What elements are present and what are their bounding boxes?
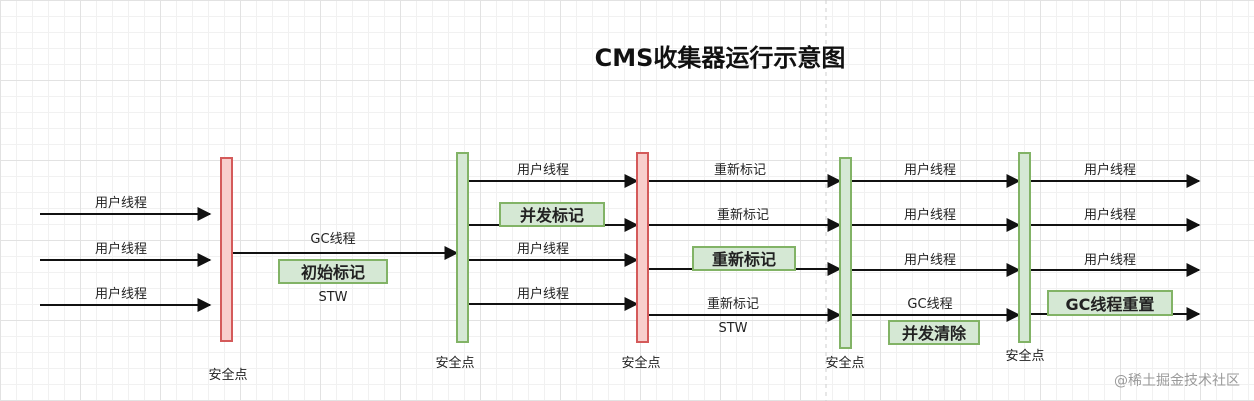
safepoint-bar-1	[220, 157, 233, 342]
safepoint-bar-5	[1018, 152, 1031, 343]
arrow-label: 用户线程	[517, 286, 569, 302]
arrow-label: 用户线程	[1084, 162, 1136, 178]
phase-label-concurrent-sweep: 并发清除	[902, 324, 967, 343]
safepoint-label: 安全点	[1005, 348, 1044, 364]
arrow-label: 用户线程	[95, 241, 147, 257]
arrow-label: 用户线程	[904, 252, 956, 268]
arrow-label: STW	[318, 290, 347, 305]
phase-box-gc-reset	[1047, 290, 1173, 316]
arrow-label: GC线程	[310, 232, 355, 247]
arrow-label: STW	[718, 321, 747, 336]
phase-box-concurrent-mark	[499, 202, 605, 227]
safepoint-label: 安全点	[208, 367, 247, 383]
watermark: @稀土掘金技术社区	[1114, 373, 1240, 389]
diagram-title: CMS收集器运行示意图	[595, 44, 846, 72]
arrow-label: 用户线程	[1084, 252, 1136, 268]
arrow-label: 用户线程	[904, 162, 956, 178]
phase-box-remark	[692, 246, 796, 271]
safepoint-bar-2	[456, 152, 469, 343]
arrow-label: 用户线程	[95, 195, 147, 211]
arrow-label: 重新标记	[707, 296, 759, 312]
arrow-label: 用户线程	[517, 241, 569, 257]
phase-label-initial-mark: 初始标记	[301, 263, 365, 282]
safepoint-bar-3	[636, 152, 649, 343]
arrow-label: 重新标记	[714, 162, 766, 178]
safepoint-label: 安全点	[825, 355, 864, 371]
phase-box-concurrent-sweep	[888, 320, 980, 345]
arrow-label: GC线程	[907, 297, 952, 312]
phase-label-concurrent-mark: 并发标记	[520, 206, 584, 225]
arrow-label: 用户线程	[95, 286, 147, 302]
arrow-label: 重新标记	[717, 207, 769, 223]
arrow-label: 用户线程	[1084, 207, 1136, 223]
arrow-label: 用户线程	[904, 207, 956, 223]
safepoint-label: 安全点	[435, 355, 474, 371]
phase-label-gc-reset: GC线程重置	[1066, 295, 1155, 314]
safepoint-label: 安全点	[621, 355, 660, 371]
phase-box-initial-mark	[278, 259, 388, 284]
safepoint-bar-4	[839, 157, 852, 349]
phase-label-remark: 重新标记	[712, 250, 776, 269]
arrow-label: 用户线程	[517, 162, 569, 178]
